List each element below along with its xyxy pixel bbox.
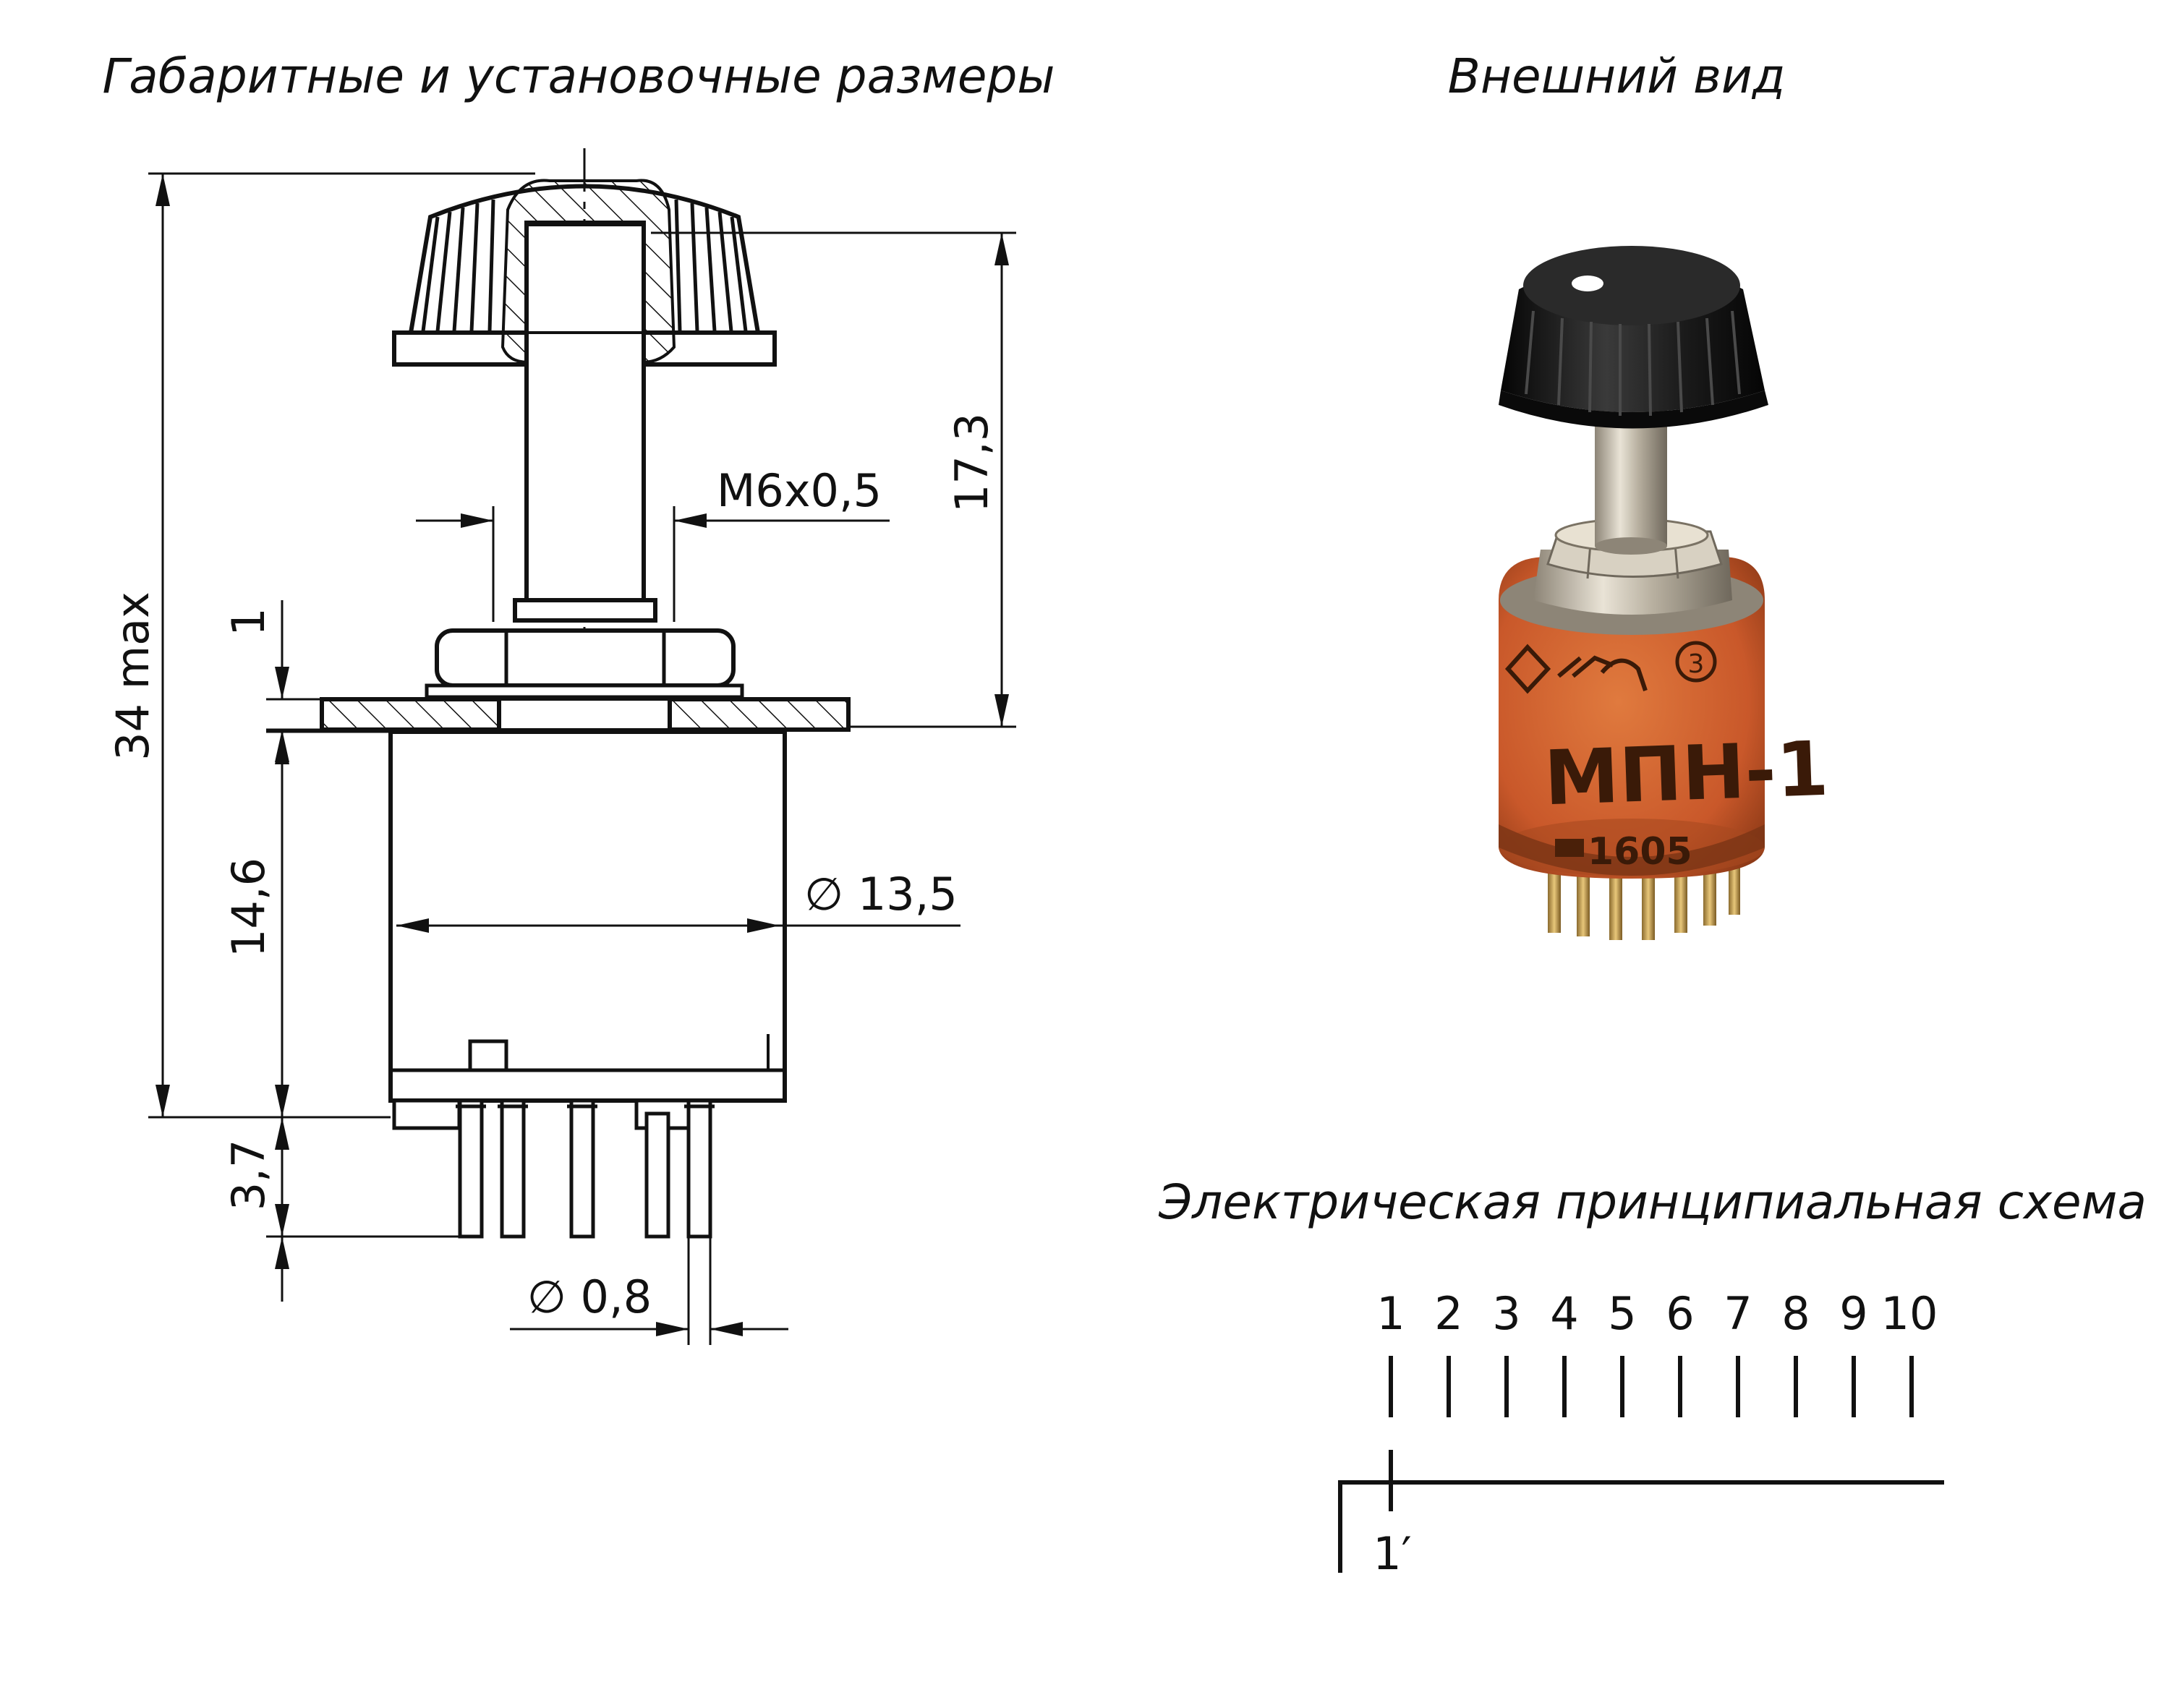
photo-knob-indicator xyxy=(1572,276,1603,291)
terminal-labels: 1 2 3 4 5 6 7 8 9 10 xyxy=(1376,1287,1938,1340)
terminal-label-9: 9 xyxy=(1839,1287,1867,1340)
technical-drawing: 34 max 17,3 M6x0,5 1 14,6 ∅ 13,5 3,7 ∅ 0… xyxy=(106,148,1016,1345)
dim-thread: M6x0,5 xyxy=(717,464,882,517)
dim-body-height: 14,6 xyxy=(222,858,275,957)
terminal-label-4: 4 xyxy=(1550,1287,1578,1340)
appearance-title: Внешний вид xyxy=(1448,48,1786,104)
photo-logo-diamond xyxy=(1504,644,1551,694)
collar-drawing xyxy=(513,598,657,623)
terminal-label-2: 2 xyxy=(1434,1287,1462,1340)
electrical-schematic: 1 2 3 4 5 6 7 8 9 10 1′ xyxy=(1338,1287,1944,1580)
dimension-arrows xyxy=(156,174,1009,1336)
pins-drawing xyxy=(456,1098,715,1239)
dim-shaft-length: 17,3 xyxy=(945,413,998,513)
dim-overall-height: 34 max xyxy=(106,592,159,761)
terminal-label-5: 5 xyxy=(1608,1287,1636,1340)
svg-text:3: 3 xyxy=(1688,649,1705,679)
terminal-label-7: 7 xyxy=(1724,1287,1752,1340)
terminal-label-10: 10 xyxy=(1881,1287,1938,1340)
dim-pin-diameter: ∅ 0,8 xyxy=(527,1271,652,1323)
common-contact xyxy=(1338,1450,1944,1573)
terminal-label-8: 8 xyxy=(1781,1287,1810,1340)
dim-pin-length: 3,7 xyxy=(222,1140,275,1211)
shaft-drawing xyxy=(524,222,646,602)
photo-body xyxy=(1499,557,1765,879)
terminal-label-6: 6 xyxy=(1666,1287,1694,1340)
schematic-title: Электрическая принципиальная схема xyxy=(1158,1174,2147,1230)
body-drawing xyxy=(388,730,787,1130)
dim-gap: 1 xyxy=(222,607,275,636)
photo-shaft xyxy=(1595,405,1667,546)
terminal-contacts xyxy=(1389,1356,1914,1417)
common-terminal-label: 1′ xyxy=(1373,1527,1412,1580)
photo-knob xyxy=(1499,246,1768,429)
dimensions-title: Габаритные и установочные размеры xyxy=(102,48,1055,104)
photo-date-code: 1605 xyxy=(1588,830,1692,874)
switch-photo: 3 МПН-1 1605 xyxy=(1499,246,1830,940)
mounting-panel xyxy=(320,697,851,732)
dim-body-diameter: ∅ 13,5 xyxy=(804,868,958,921)
terminal-label-1: 1 xyxy=(1376,1287,1405,1340)
terminal-label-3: 3 xyxy=(1492,1287,1520,1340)
photo-model-label: МПН-1 xyxy=(1543,725,1830,823)
nut-drawing xyxy=(425,628,744,699)
